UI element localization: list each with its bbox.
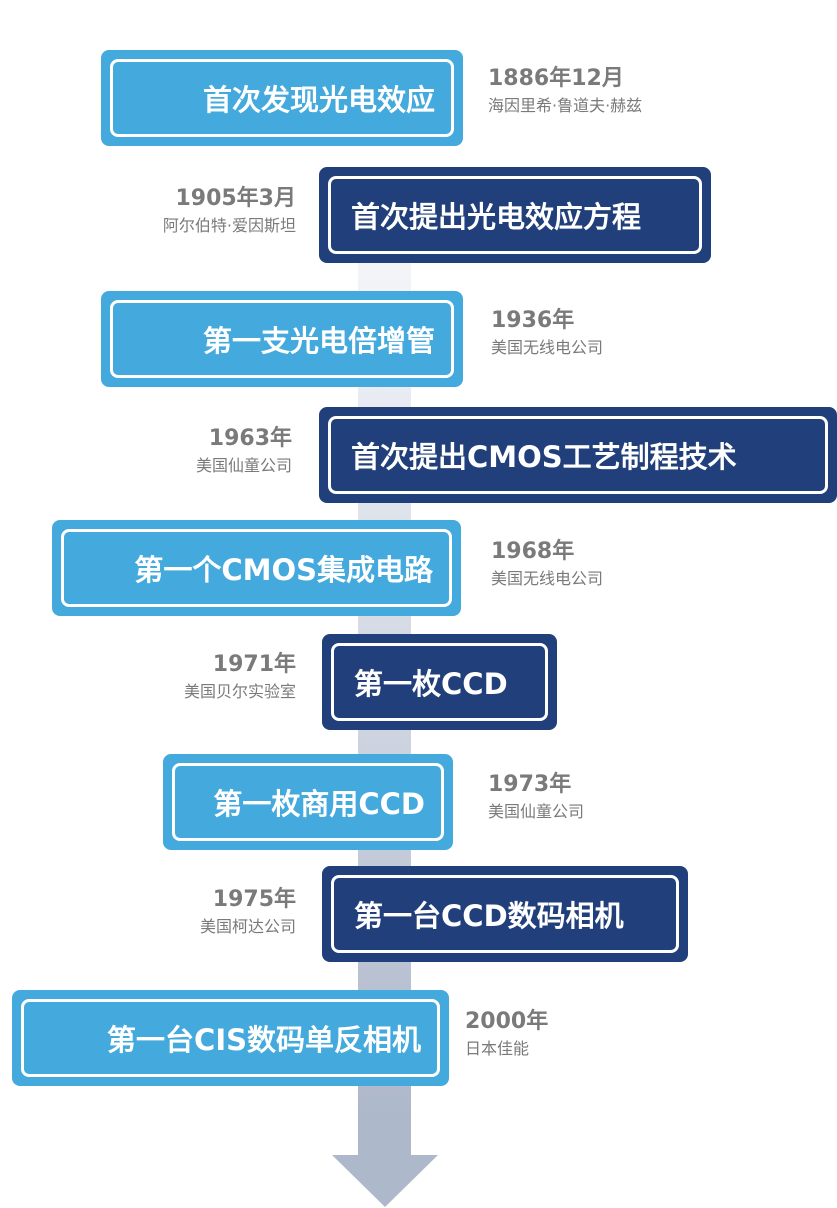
event-year: 1886年12月 — [488, 66, 624, 91]
event-box-6: 第一枚CCD — [322, 634, 557, 730]
event-person: 美国仙童公司 — [488, 802, 585, 821]
event-person: 美国柯达公司 — [199, 917, 296, 936]
event-year: 1968年 — [491, 539, 575, 564]
event-label-5: 1968年美国无线电公司 — [491, 537, 603, 591]
event-title: 第一台CCD数码相机 — [331, 875, 679, 953]
event-box-2: 首次提出光电效应方程 — [319, 167, 711, 263]
event-label-6: 1971年美国贝尔实验室 — [184, 650, 296, 704]
event-person: 日本佳能 — [465, 1039, 530, 1058]
event-title: 首次提出光电效应方程 — [328, 176, 702, 254]
event-year: 1973年 — [488, 772, 572, 797]
event-year: 1963年 — [208, 426, 292, 451]
event-title: 第一枚商用CCD — [172, 763, 444, 841]
event-person: 海因里希·鲁道夫·赫兹 — [488, 96, 643, 115]
event-title: 第一支光电倍增管 — [110, 300, 454, 378]
event-label-4: 1963年美国仙童公司 — [196, 424, 292, 478]
event-title: 第一台CIS数码单反相机 — [21, 999, 440, 1077]
event-title: 首次发现光电效应 — [110, 59, 454, 137]
event-person: 美国无线电公司 — [491, 569, 604, 588]
event-title: 首次提出CMOS工艺制程技术 — [328, 416, 828, 494]
event-label-3: 1936年美国无线电公司 — [491, 306, 603, 360]
event-person: 美国贝尔实验室 — [183, 682, 296, 701]
event-label-2: 1905年3月阿尔伯特·爱因斯坦 — [163, 184, 296, 238]
arrow-down-icon — [332, 1155, 438, 1207]
event-year: 1905年3月 — [175, 186, 296, 211]
event-year: 1971年 — [212, 652, 296, 677]
event-title: 第一枚CCD — [331, 643, 548, 721]
event-box-7: 第一枚商用CCD — [163, 754, 453, 850]
event-box-5: 第一个CMOS集成电路 — [52, 520, 461, 616]
event-label-7: 1973年美国仙童公司 — [488, 770, 584, 824]
event-box-9: 第一台CIS数码单反相机 — [12, 990, 449, 1086]
event-box-8: 第一台CCD数码相机 — [322, 866, 688, 962]
event-box-3: 第一支光电倍增管 — [101, 291, 463, 387]
event-label-8: 1975年美国柯达公司 — [200, 885, 296, 939]
event-year: 1936年 — [491, 308, 575, 333]
event-person: 美国仙童公司 — [195, 456, 292, 475]
event-title: 第一个CMOS集成电路 — [61, 529, 452, 607]
event-year: 2000年 — [465, 1009, 549, 1034]
event-person: 美国无线电公司 — [491, 338, 604, 357]
event-year: 1975年 — [212, 887, 296, 912]
event-person: 阿尔伯特·爱因斯坦 — [162, 216, 296, 235]
event-label-1: 1886年12月海因里希·鲁道夫·赫兹 — [488, 64, 642, 118]
event-box-1: 首次发现光电效应 — [101, 50, 463, 146]
event-box-4: 首次提出CMOS工艺制程技术 — [319, 407, 837, 503]
event-label-9: 2000年日本佳能 — [465, 1007, 548, 1061]
